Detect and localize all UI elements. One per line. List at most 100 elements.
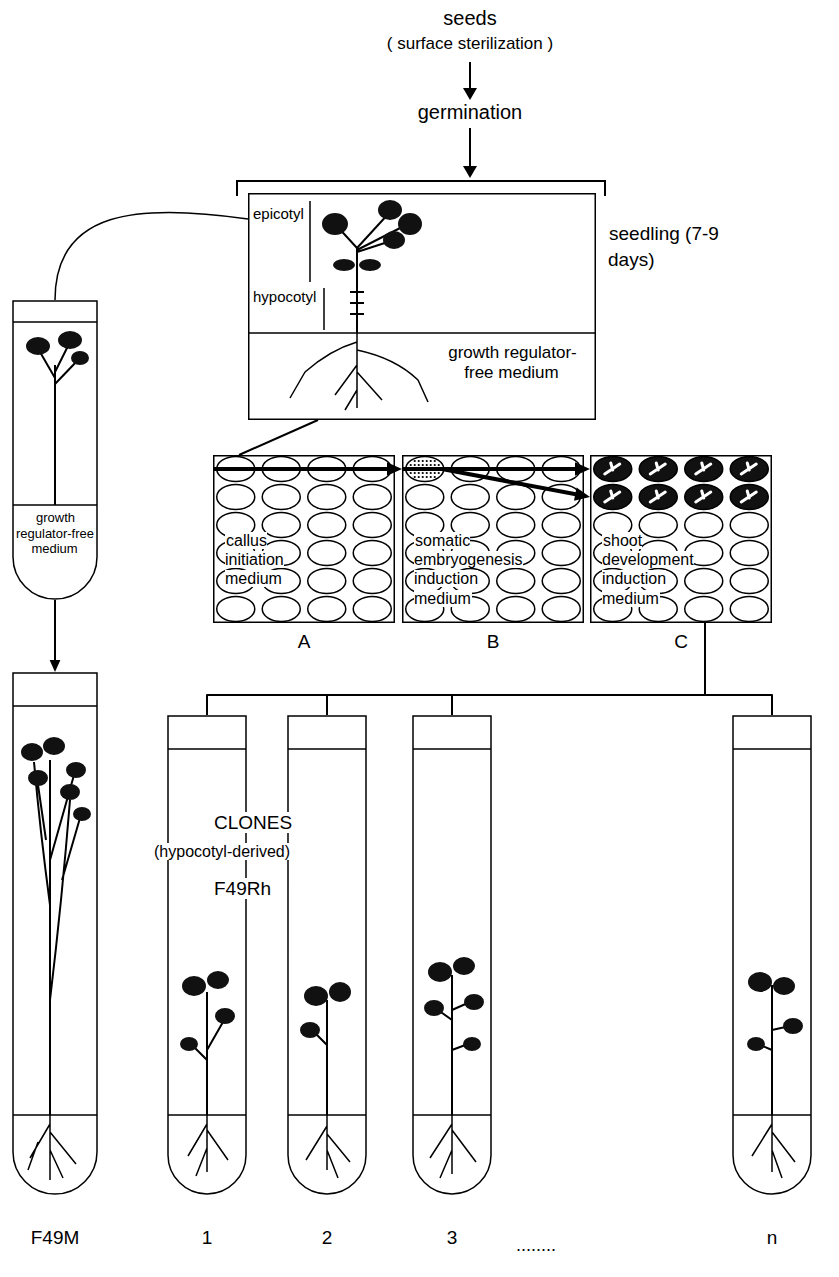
node-text: shoot development induction medium (602, 532, 694, 607)
connector (207, 623, 705, 715)
node-text-block: 2 (287, 1227, 367, 1250)
plate-well (262, 485, 300, 510)
embryo-dot (426, 468, 428, 470)
embryo-dot (414, 472, 416, 474)
plate-well (308, 485, 346, 510)
connector-line (239, 420, 318, 455)
plant-stem (758, 985, 790, 1115)
node-text-block: 3 (412, 1227, 492, 1250)
plate-well (730, 569, 768, 594)
embryo-dot (430, 464, 432, 466)
plant-stem (312, 1000, 327, 1115)
flow-arrow-head (463, 88, 477, 100)
plate-well (542, 541, 580, 566)
tube-outline (733, 716, 811, 1194)
label-text: epicotyl (252, 205, 305, 222)
tube-outline (167, 715, 247, 1195)
medium-surface (168, 1114, 246, 1116)
plant-roots (430, 1115, 476, 1178)
plate-well (262, 513, 300, 538)
plate-well (497, 457, 535, 482)
seedling-roots (290, 333, 428, 410)
node-text-block: growth regulator-free medium (15, 510, 95, 557)
plate-well (308, 541, 346, 566)
shoot-mark (741, 491, 756, 502)
epicotyl-leaves (26, 331, 89, 365)
embryo-dot (434, 472, 436, 474)
tube-cap (168, 748, 246, 750)
connector-line (54, 600, 56, 665)
plate-well (217, 485, 255, 510)
plant-leaves (300, 982, 351, 1038)
connector-line (55, 212, 248, 300)
embryo-dot (422, 472, 424, 474)
plate-well (353, 569, 391, 594)
embryo-dot (430, 476, 432, 478)
box-outline (248, 193, 596, 420)
node-text-block: 1 (167, 1227, 247, 1250)
label-text-block: hypocotyl (252, 288, 322, 306)
embryo-dot (426, 476, 428, 478)
label-text: ........ (515, 1235, 557, 1255)
embryo-dot (418, 476, 420, 478)
plate-well (730, 541, 768, 566)
node-caption: C (673, 631, 689, 652)
plate-well (730, 513, 768, 538)
flow-arrow-shaft (469, 62, 471, 90)
tube-outline (412, 715, 492, 1195)
connector (239, 420, 318, 455)
embryo-dot (438, 464, 440, 466)
node-text-block: F49M (2, 1227, 108, 1250)
plate-well (217, 457, 255, 482)
node-text-block: seedling (7-9 days) (608, 221, 726, 272)
node-text-block: somatic embryogenesis induction medium (414, 531, 532, 608)
plant-leaves (21, 737, 91, 821)
embryo-dot (434, 468, 436, 470)
plant-leaves (424, 957, 484, 1051)
label-text: CLONES (213, 812, 293, 833)
label-text: hypocotyl (252, 288, 317, 305)
node-text: F49M (30, 1227, 81, 1248)
culture-vessel: seedling (7-9 days)growth regulator-free… (248, 193, 596, 420)
tube-outline (13, 673, 97, 1194)
plate-well (497, 513, 535, 538)
plate-well (353, 513, 391, 538)
embryo-dot (430, 472, 432, 474)
tube-outline (12, 672, 98, 1195)
label-text-block: ........ (515, 1235, 605, 1257)
plant-leaves (747, 972, 803, 1051)
medium-surface (248, 332, 596, 334)
connector (50, 600, 61, 672)
plant-roots (752, 1115, 795, 1178)
connector-line (705, 623, 772, 715)
label-text-block: CLONES (213, 812, 333, 835)
label-text-block: (hypocotyl-derived) (153, 842, 313, 861)
label-text: germination (417, 101, 524, 123)
label-text: ( surface sterilization ) (386, 34, 554, 53)
medium-surface (733, 1114, 811, 1116)
shoot-mark (741, 463, 756, 474)
tube-outline (168, 716, 246, 1194)
label-text: (hypocotyl-derived) (153, 843, 291, 860)
plate-border (403, 456, 584, 623)
plate-well (685, 513, 723, 538)
plate-well (639, 457, 677, 482)
embryo-dot (418, 468, 420, 470)
plate-well (594, 457, 632, 482)
embryo-dot (422, 468, 424, 470)
connector (705, 623, 772, 715)
plate-well (497, 569, 535, 594)
embryo-dot (434, 460, 436, 462)
node-caption: B (486, 631, 501, 652)
plate-well (730, 485, 768, 510)
embryo-dot (414, 476, 416, 478)
shoot-mark (696, 463, 711, 474)
embryo-dot (414, 468, 416, 470)
node-text-block: callus initiation medium (225, 531, 320, 589)
test-tube: 2 (287, 715, 367, 1195)
plate-well (451, 485, 489, 510)
plate-well (406, 457, 444, 482)
culture-plate: somatic embryogenesis induction mediumB (402, 455, 584, 623)
